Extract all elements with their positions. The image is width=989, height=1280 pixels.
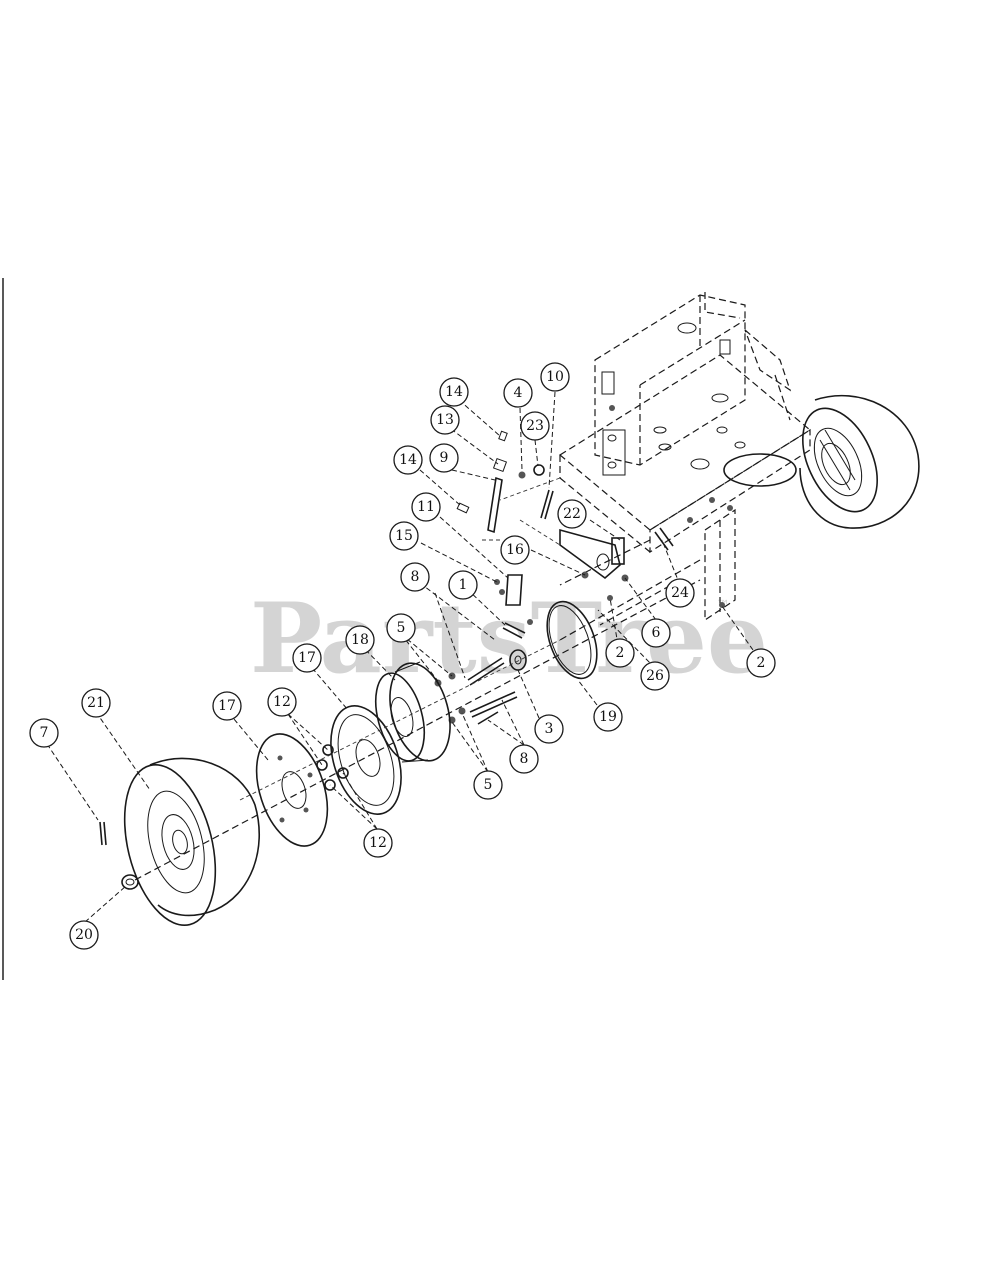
callout-14: 14	[393, 445, 423, 475]
callout-15: 15	[389, 521, 419, 551]
plate-17a	[330, 705, 402, 815]
callout-label: 2	[757, 655, 766, 671]
callout-8: 8	[400, 562, 430, 592]
frame-assembly	[480, 292, 812, 641]
band-19	[546, 600, 598, 680]
callout-17: 17	[212, 691, 242, 721]
callout-2: 2	[605, 638, 635, 668]
callout-label: 18	[351, 632, 369, 648]
callout-6: 6	[641, 618, 671, 648]
axle-centerline	[134, 579, 701, 881]
callout-label: 16	[506, 542, 524, 558]
callout-label: 8	[411, 569, 420, 585]
callout-14: 14	[439, 377, 469, 407]
leader-lines	[46, 391, 754, 923]
callout-13: 13	[430, 405, 460, 435]
callout-2: 2	[746, 648, 776, 678]
right-wheel	[799, 394, 920, 529]
callouts: 14 13 4 10 23 14 9 22 11 15 16 24 8 1 2 …	[29, 362, 776, 950]
callout-label: 21	[87, 695, 105, 711]
callout-label: 26	[646, 668, 664, 684]
callout-label: 17	[218, 698, 236, 714]
callout-4: 4	[503, 378, 533, 408]
plate-17b	[255, 733, 329, 847]
callout-17: 17	[292, 643, 322, 673]
callout-label: 17	[298, 650, 316, 666]
callout-label: 8	[520, 751, 529, 767]
callout-5: 5	[386, 613, 416, 643]
callout-label: 22	[563, 506, 581, 522]
callout-label: 5	[484, 777, 493, 793]
callout-label: 11	[417, 499, 435, 515]
callout-23: 23	[520, 411, 550, 441]
callout-label: 15	[395, 528, 413, 544]
callout-label: 5	[397, 620, 406, 636]
callout-11: 11	[411, 492, 441, 522]
callout-12: 12	[363, 828, 393, 858]
callout-label: 3	[545, 721, 554, 737]
callout-label: 23	[526, 418, 544, 434]
callout-7: 7	[29, 718, 59, 748]
callout-19: 19	[593, 702, 623, 732]
callout-label: 24	[671, 585, 689, 601]
callout-label: 2	[616, 645, 625, 661]
callout-label: 6	[652, 625, 661, 641]
callout-21: 21	[81, 688, 111, 718]
callout-12: 12	[267, 687, 297, 717]
callout-label: 13	[436, 412, 454, 428]
callout-18: 18	[345, 625, 375, 655]
callout-label: 4	[514, 385, 523, 401]
callout-10: 10	[540, 362, 570, 392]
callout-label: 14	[399, 452, 417, 468]
callout-20: 20	[69, 920, 99, 950]
wheel-21	[123, 757, 260, 927]
callout-16: 16	[500, 535, 530, 565]
callout-label: 1	[459, 577, 468, 593]
callout-5: 5	[473, 770, 503, 800]
callout-3: 3	[534, 714, 564, 744]
callout-8: 8	[509, 744, 539, 774]
callout-9: 9	[429, 443, 459, 473]
callout-label: 14	[445, 384, 463, 400]
callout-label: 19	[599, 709, 617, 725]
callout-label: 9	[440, 450, 449, 466]
callout-1: 1	[448, 570, 478, 600]
callout-22: 22	[557, 499, 587, 529]
callout-label: 7	[40, 725, 49, 741]
callout-26: 26	[640, 661, 670, 691]
small-hardware	[99, 430, 674, 890]
callout-24: 24	[665, 578, 695, 608]
callout-label: 12	[273, 694, 291, 710]
callout-label: 20	[75, 927, 93, 943]
callout-label: 12	[369, 835, 387, 851]
callout-label: 10	[546, 369, 564, 385]
